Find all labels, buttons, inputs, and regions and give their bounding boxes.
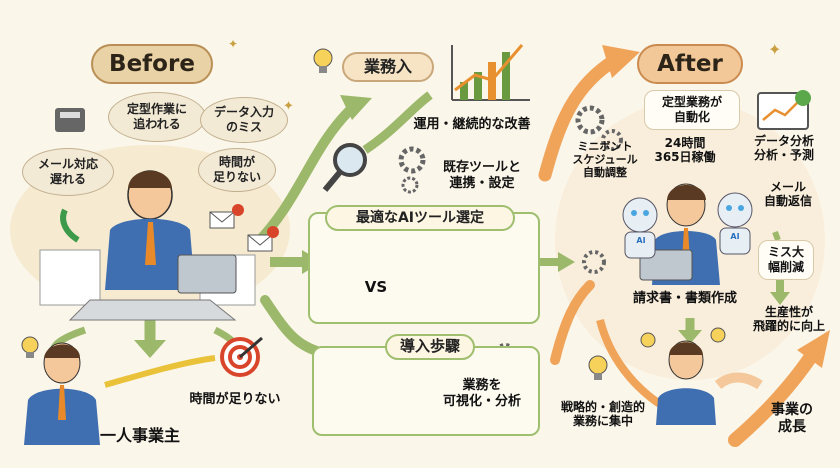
- target-icon: [220, 336, 263, 377]
- ai-badge-left: AI: [636, 236, 646, 245]
- handshake-icon: [714, 372, 763, 390]
- telephone-icon: [55, 108, 85, 132]
- chart-icon: [451, 44, 530, 101]
- focused-person: [656, 340, 716, 425]
- vs-label: VS: [364, 278, 388, 296]
- phone-ringing-icon: [60, 208, 80, 243]
- business-pill: 業務入: [342, 52, 434, 82]
- business-growth-label: 事業の 成長: [771, 402, 813, 435]
- lightbulb-icon: [640, 332, 656, 348]
- mail-icon: [247, 226, 279, 252]
- time-shortage-label: 時間が足りない: [189, 392, 281, 407]
- after-title: After: [637, 44, 743, 84]
- auto-reply-label: メール 自動返信: [763, 180, 812, 209]
- before-title: Before: [91, 44, 213, 84]
- lightbulb-icon: [588, 355, 608, 380]
- robot-icon: [622, 197, 658, 259]
- introduction-steps-box: [312, 346, 540, 436]
- arrow-to-after: [538, 53, 622, 182]
- productivity-label: 生産性が 飛躍的に向上: [752, 305, 825, 334]
- lightbulb-icon: [313, 48, 333, 73]
- always-running-label: 24時間 365日稼働: [654, 136, 716, 165]
- lightbulb-icon: [710, 327, 726, 343]
- sole-proprietor-person: [24, 342, 100, 445]
- bubble-no-time: 時間が 足りない: [198, 148, 276, 192]
- svg-text:✦: ✦: [283, 99, 294, 114]
- sole-proprietor-label: 一人事業主: [100, 426, 181, 445]
- ai-tool-selection-title: 最適なAIツール選定: [325, 205, 515, 231]
- arrow-down: [134, 340, 166, 358]
- error-reduction-label: ミス大 幅削減: [758, 240, 814, 280]
- gear-icon: [601, 129, 623, 151]
- svg-text:✦: ✦: [228, 37, 238, 51]
- strategic-work-label: 戦略的・創造的 業務に集中: [560, 400, 645, 429]
- introduction-steps-title: 導入歩驟: [385, 334, 475, 360]
- improvement-label: 運用・継続的な改善: [413, 117, 531, 132]
- robot-icon: [717, 192, 753, 255]
- visualize-label: 業務を 可視化・分析: [442, 378, 521, 409]
- invoice-label: 請求書・書類作成: [632, 291, 737, 306]
- gear-icon: [401, 176, 419, 194]
- bubble-mail-delay: メール対応 遅れる: [22, 148, 114, 196]
- automation-label: 定型業務が 自動化: [644, 90, 740, 130]
- data-analysis-label: データ分析 分析・予測: [753, 134, 814, 163]
- happy-person: [639, 183, 720, 285]
- svg-text:✦: ✦: [768, 40, 781, 59]
- analytics-icon: [757, 90, 811, 130]
- stressed-person: [39, 170, 256, 321]
- magnifier-icon: [322, 143, 367, 192]
- gear-icon: [575, 105, 605, 135]
- lightbulb-icon: [21, 336, 39, 358]
- mail-icon: [209, 204, 244, 229]
- bubble-routine-work: 定型作業に 追われる: [108, 92, 206, 142]
- schedule-label: ミニボント スケジュール 自動調整: [572, 140, 638, 180]
- growth-arrow: [728, 348, 819, 447]
- ai-badge-right: AI: [730, 232, 740, 241]
- gear-icon: [398, 146, 426, 174]
- bubble-input-errors: データ入力 のミス: [200, 97, 288, 143]
- gear-icon: [582, 250, 606, 274]
- integration-label: 既存ツールと 連携・設定: [442, 160, 521, 191]
